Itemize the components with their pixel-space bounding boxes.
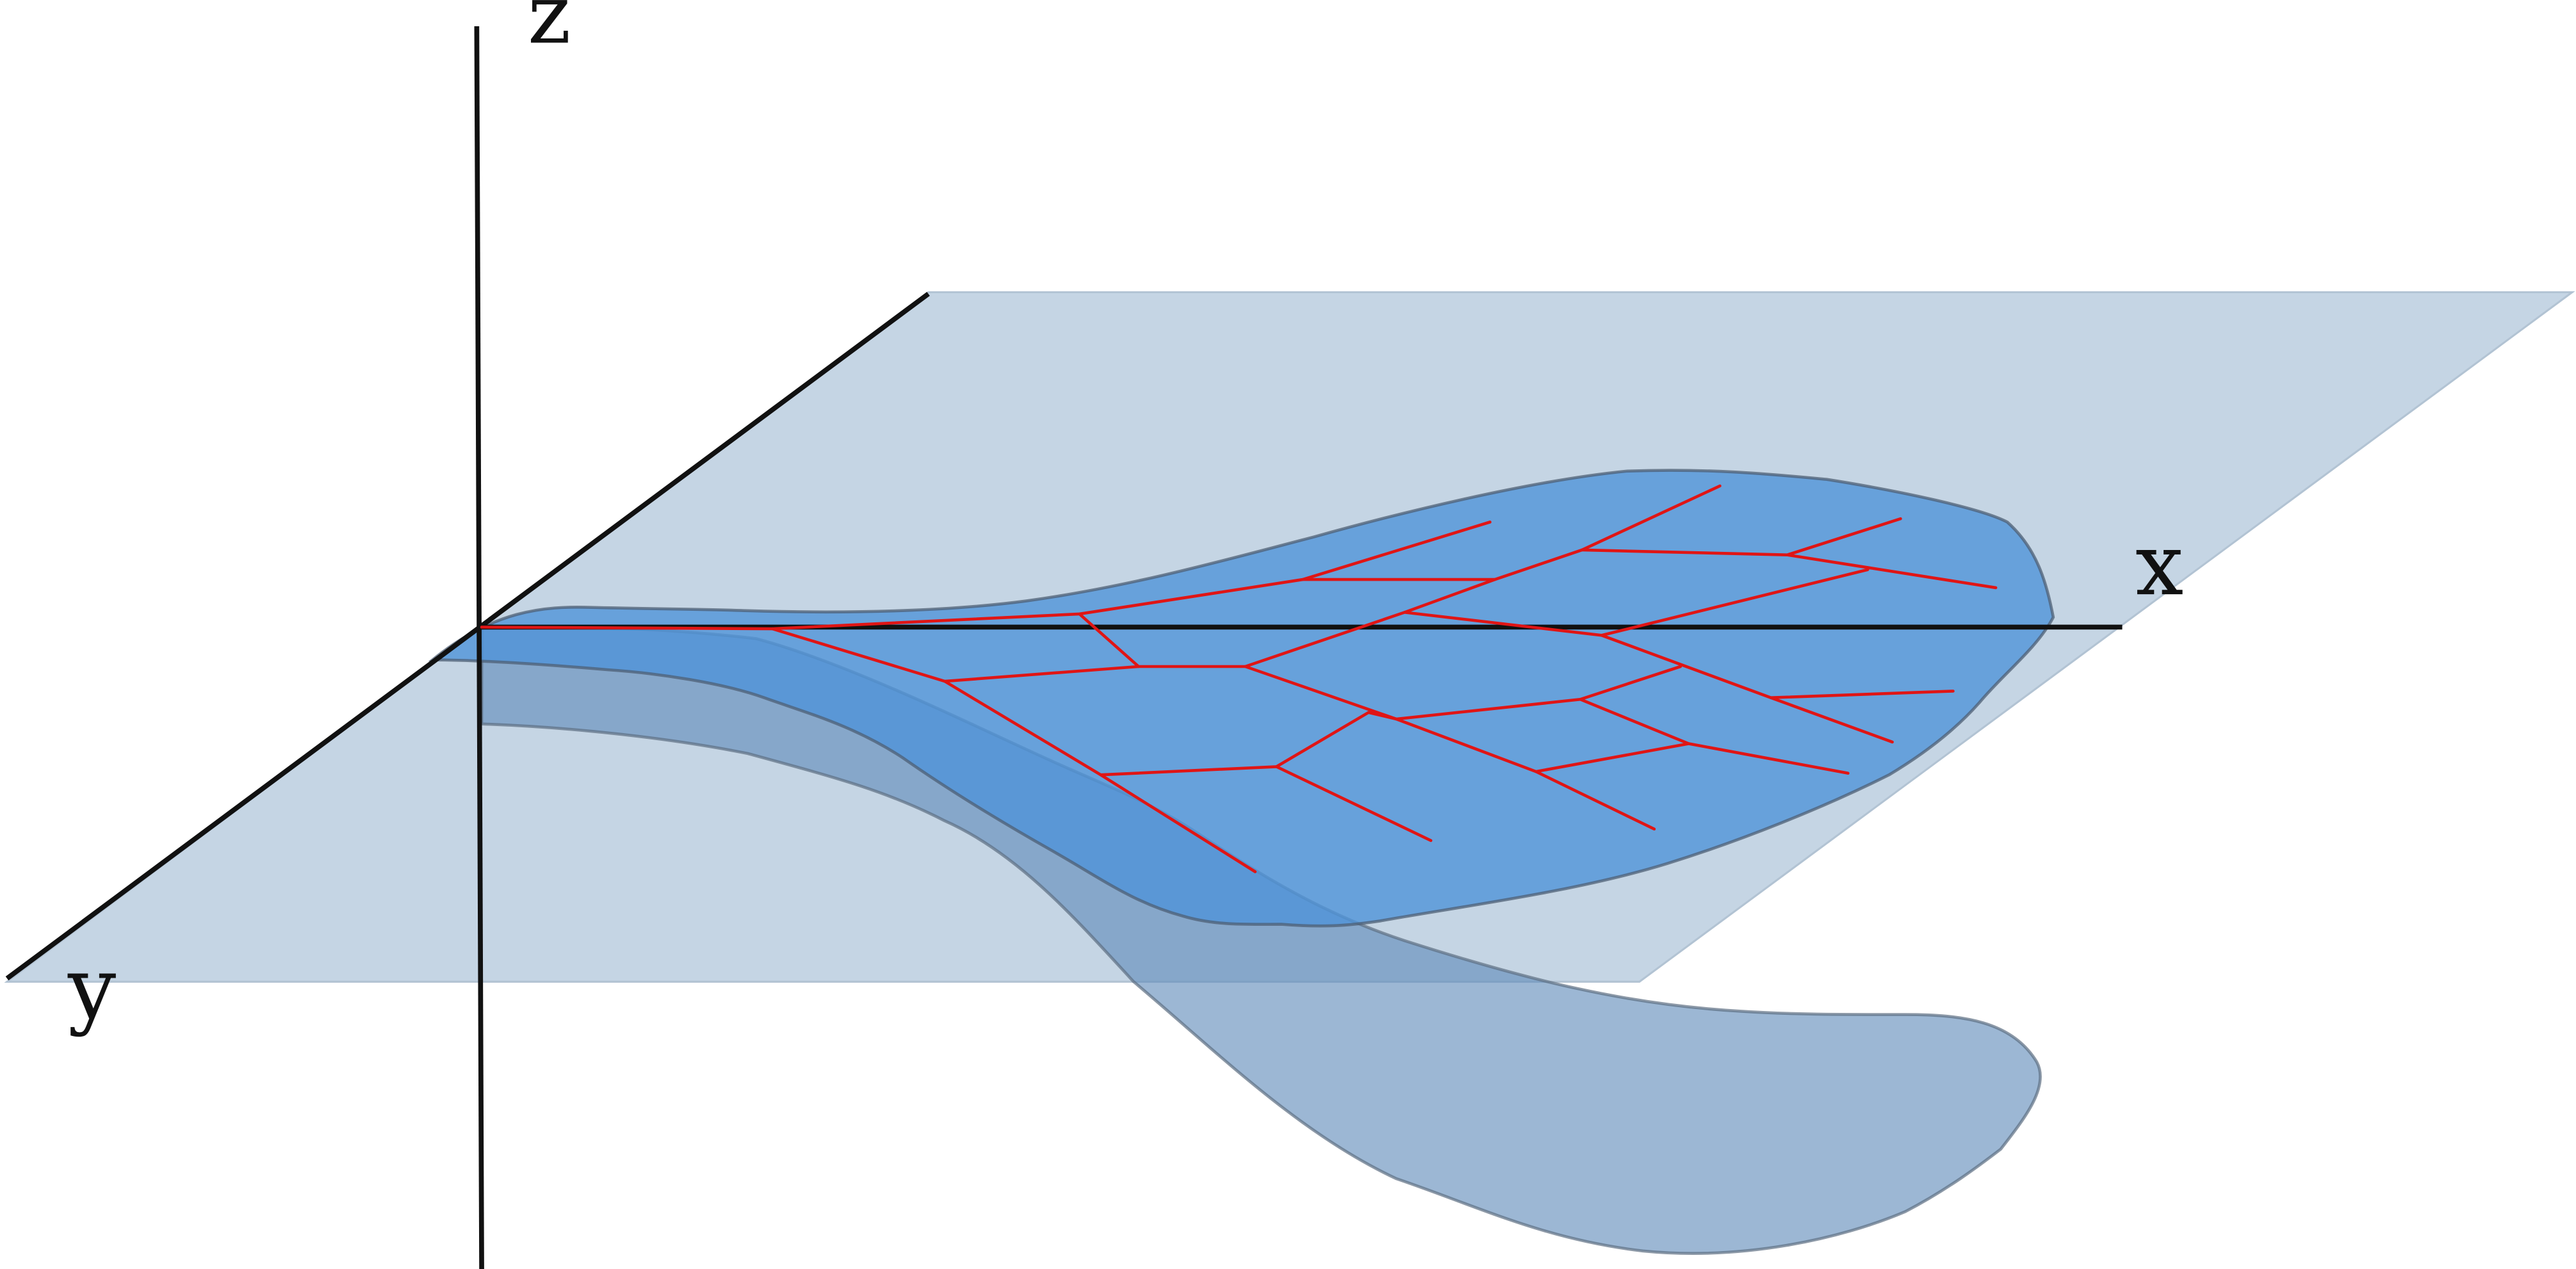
vein-lower-7 (1769, 696, 1894, 744)
vein-cross-1 (1301, 484, 1722, 581)
x-axis-label: x (2135, 515, 2183, 615)
y-axis (5, 291, 930, 981)
vein-lower-5 (1579, 697, 1690, 745)
y-axis-label: y (67, 939, 116, 1039)
vein-tip-1 (1786, 553, 1998, 590)
z-axis (474, 26, 484, 1269)
wing-veins (480, 484, 1998, 873)
z-axis-label: z (528, 0, 571, 63)
upper-wing-surface (428, 469, 2055, 928)
vein-lower-3 (1244, 665, 1656, 831)
